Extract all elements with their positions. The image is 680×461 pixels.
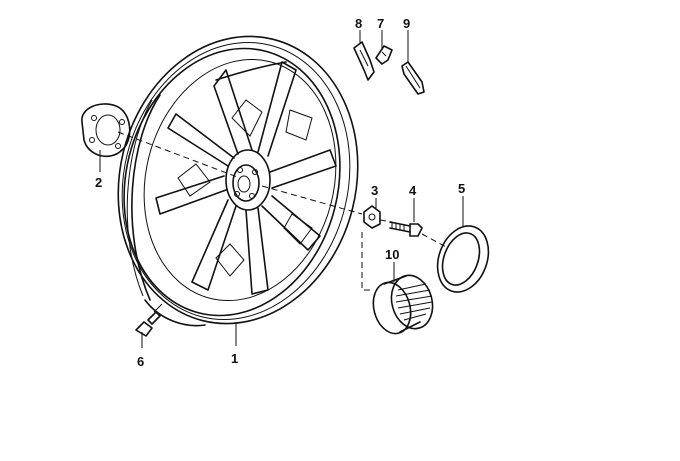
callout-7: 7	[377, 16, 384, 31]
cast-wheel	[117, 35, 359, 327]
hub-cap	[372, 274, 434, 335]
valve	[135, 303, 163, 337]
callout-10: 10	[385, 247, 399, 262]
callout-leaders	[99, 30, 464, 348]
callout-6: 6	[137, 354, 144, 369]
spring-washer	[401, 61, 425, 95]
clip	[375, 45, 393, 65]
callout-8: 8	[355, 16, 362, 31]
bolt	[389, 221, 423, 237]
callout-1: 1	[231, 351, 238, 366]
sealing-ring	[436, 225, 490, 293]
axle-nut	[363, 205, 381, 229]
balance-weight	[353, 41, 375, 81]
callout-5: 5	[458, 181, 465, 196]
callout-2: 2	[95, 175, 102, 190]
callout-labels: 1 2 3 4 5 6 7 8 9 10	[95, 16, 465, 369]
carrier-plate	[81, 103, 131, 158]
callout-9: 9	[403, 16, 410, 31]
assembly-lines	[117, 131, 449, 291]
callout-3: 3	[371, 183, 378, 198]
callout-4: 4	[409, 183, 417, 198]
